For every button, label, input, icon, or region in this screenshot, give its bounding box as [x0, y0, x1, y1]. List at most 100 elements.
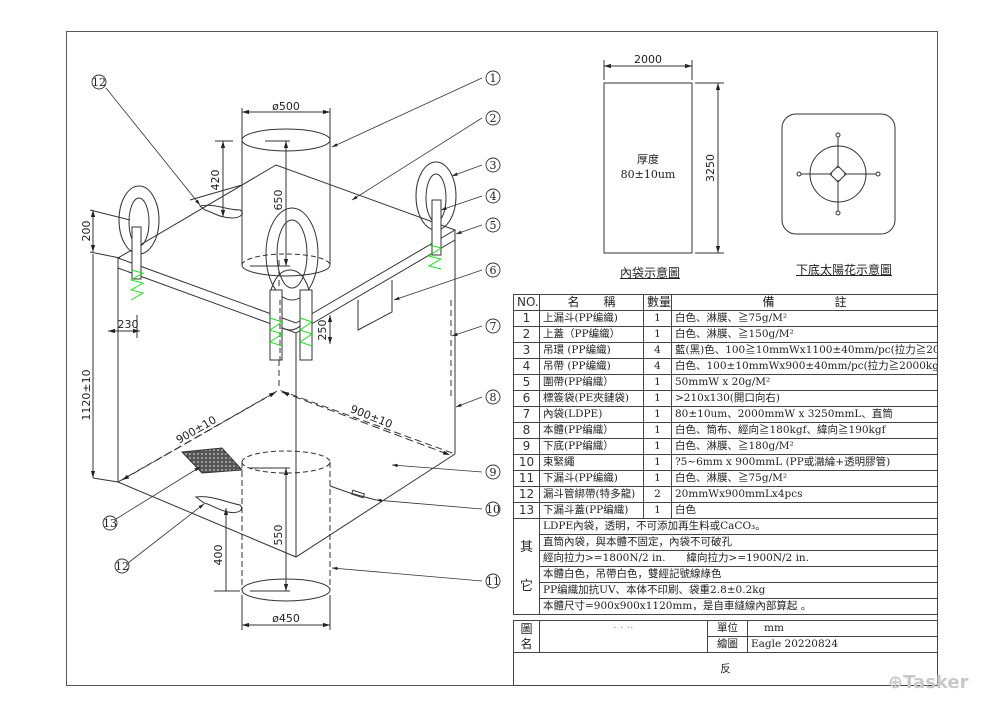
- callout-2: 2: [490, 112, 497, 125]
- row-note: 80±10um、2000mmW x 3250mmL、直筒: [671, 406, 938, 423]
- callout-11: 11: [486, 575, 500, 588]
- inner-bag-thickness: 厚度 80±10um: [604, 152, 692, 182]
- header-qty: 數量: [643, 294, 672, 311]
- row-no: 2: [513, 326, 540, 343]
- row-qty: 4: [643, 358, 672, 375]
- row-qty: 1: [643, 374, 672, 391]
- header-no: NO.: [513, 294, 540, 311]
- bottom-star-caption: 下底太陽花示意圖: [796, 263, 893, 277]
- row-note: 50mmW x 20g/M²: [671, 374, 938, 391]
- footer-mark: 反: [513, 652, 938, 686]
- row-no: 6: [513, 390, 540, 407]
- row-qty: 4: [643, 342, 672, 359]
- row-no: 10: [513, 454, 540, 471]
- dim-bottom-tie-position: 400: [212, 545, 225, 566]
- callout-9: 9: [490, 466, 497, 479]
- other-note: LDPE內袋，透明，不可添加再生料或CaCO₃。: [539, 518, 938, 535]
- callout-13: 13: [103, 517, 117, 530]
- callout-3: 3: [490, 159, 497, 172]
- callout-4: 4: [490, 190, 497, 203]
- row-qty: 1: [643, 326, 672, 343]
- row-name: 本體(PP编織）: [539, 422, 644, 439]
- callout-6: 6: [490, 264, 497, 277]
- row-qty: 2: [643, 486, 672, 503]
- dim-top-spout-diameter: ø500: [272, 100, 300, 113]
- title-block: 圖 名 · · ·· 單位 mm 繪圖 Eagle 20220824 反: [513, 620, 938, 686]
- dim-width-right: 900±10: [348, 402, 394, 431]
- row-note: 白色、淋膜、≧150g/M²: [671, 326, 938, 343]
- thickness-label: 厚度: [637, 153, 659, 166]
- callout-12-bottom: 12: [115, 560, 129, 573]
- dim-loop-height: 200: [80, 221, 93, 242]
- row-note: ?5~6mm x 900mmL (PP或瀜綸+透明膠管): [671, 454, 938, 471]
- row-note: 白色、淋膜、≧75g/M²: [671, 310, 938, 327]
- dim-bottom-spout-diameter: ø450: [272, 612, 300, 625]
- dim-width-left: 900±10: [174, 413, 219, 446]
- unit-value: mm: [747, 620, 938, 637]
- unit-label: 單位: [707, 620, 748, 637]
- row-note: 白色: [671, 502, 938, 519]
- row-no: 9: [513, 438, 540, 455]
- row-name: 束緊繩: [539, 454, 644, 471]
- row-note: 白色、淋膜、≧75g/M²: [671, 470, 938, 487]
- row-note: 20mmWx900mmLx4pcs: [671, 486, 938, 503]
- row-name: 上漏斗(PP编織): [539, 310, 644, 327]
- bottom-star-diagram: [781, 113, 896, 235]
- dim-top-spout-height: 650: [272, 190, 285, 211]
- row-name: 標簽袋(PE夾鏈袋): [539, 390, 644, 407]
- row-note: 白色、淋膜、≧180g/M²: [671, 438, 938, 455]
- stitch-marks: [129, 244, 443, 347]
- drawn-by-label: 繪圖: [707, 636, 748, 653]
- other-label-2: 它: [519, 578, 533, 594]
- other-note: 本體白色，吊帶白色，雙經記號線綠色: [539, 566, 938, 583]
- row-name: 下底(PP编織）: [539, 438, 644, 455]
- row-no: 3: [513, 342, 540, 359]
- row-qty: 1: [643, 390, 672, 407]
- row-note: 白色、筒布、經向≧180kgf、緯向≧190kgf: [671, 422, 938, 439]
- row-note: 白色、100±10mmWx900±40mm/pc(拉力≧2000kgf): [671, 358, 938, 375]
- dim-loop-width: 230: [118, 318, 139, 331]
- other-note: PP编織加抗UV、本体不印刷、袋重2.8±0.2kg: [539, 582, 938, 599]
- other-note: 直筒內袋，與本體不固定，內袋不可破孔: [539, 534, 938, 551]
- row-qty: 1: [643, 502, 672, 519]
- row-name: 圍帶(PP编織）: [539, 374, 644, 391]
- row-qty: 1: [643, 406, 672, 423]
- row-qty: 1: [643, 438, 672, 455]
- row-no: 1: [513, 310, 540, 327]
- bottom-panel: [117, 453, 456, 558]
- inner-bag-length: 3250: [704, 154, 717, 182]
- inner-bag-caption: 內袋示意圖: [620, 266, 681, 280]
- header-name: 名 稱: [539, 294, 644, 311]
- row-qty: 1: [643, 454, 672, 471]
- inner-bag-width: 2000: [634, 53, 662, 66]
- drawn-by-value: Eagle 20220824: [747, 636, 938, 653]
- row-note: >210x130(開口向右): [671, 390, 938, 407]
- row-name: 下漏斗蓋(PP编織): [539, 502, 644, 519]
- callout-5: 5: [490, 219, 497, 232]
- other-note: 經向拉力>=1800N/2 in. 緯向拉力>=1900N/2 in.: [539, 550, 938, 567]
- header-note: 備 註: [671, 294, 938, 311]
- other-label-1: 其: [519, 539, 533, 555]
- row-note: 藍(黑)色、100≧10mmWx1100±40mm/pc(拉力≧2000kgf): [671, 342, 938, 359]
- dim-bottom-spout-height: 550: [272, 525, 285, 546]
- row-qty: 1: [643, 422, 672, 439]
- row-qty: 1: [643, 470, 672, 487]
- thickness-value: 80±10um: [620, 168, 676, 181]
- callout-7: 7: [490, 320, 497, 333]
- dim-body-height: 1120±10: [80, 369, 93, 420]
- row-name: 上蓋（PP编織）: [539, 326, 644, 343]
- dim-tie-position: 420: [209, 170, 222, 191]
- row-qty: 1: [643, 310, 672, 327]
- row-no: 12: [513, 486, 540, 503]
- drawing-frame: [66, 31, 938, 686]
